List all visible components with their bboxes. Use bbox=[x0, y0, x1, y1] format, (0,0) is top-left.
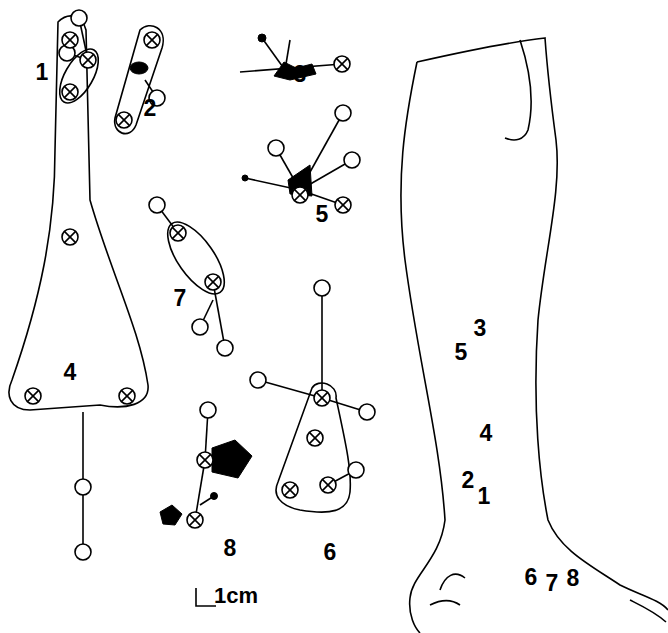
callout-number: 5 bbox=[455, 341, 468, 364]
callout-number: 8 bbox=[567, 567, 580, 590]
callout-number: 3 bbox=[294, 63, 307, 86]
callout-number: 4 bbox=[64, 361, 77, 384]
callout-number: 5 bbox=[316, 203, 329, 226]
scale-label: 1cm bbox=[214, 585, 258, 607]
callout-number: 7 bbox=[174, 287, 187, 310]
callout-number: 1 bbox=[478, 485, 491, 508]
callout-number: 3 bbox=[474, 317, 487, 340]
callout-number: 4 bbox=[480, 422, 493, 445]
callout-number: 6 bbox=[324, 541, 337, 564]
callout-number: 2 bbox=[462, 469, 475, 492]
callout-number: 1 bbox=[36, 61, 49, 84]
callout-number: 8 bbox=[224, 537, 237, 560]
callout-number: 7 bbox=[546, 572, 559, 595]
callout-number: 2 bbox=[144, 97, 157, 120]
callout-number: 6 bbox=[525, 566, 538, 589]
